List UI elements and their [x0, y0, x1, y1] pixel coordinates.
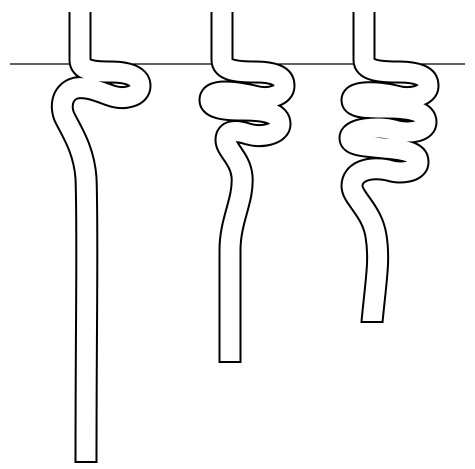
tube-one-loop [62, 12, 140, 462]
tube-two-loops [210, 12, 284, 362]
tube-three-loops [350, 12, 428, 322]
